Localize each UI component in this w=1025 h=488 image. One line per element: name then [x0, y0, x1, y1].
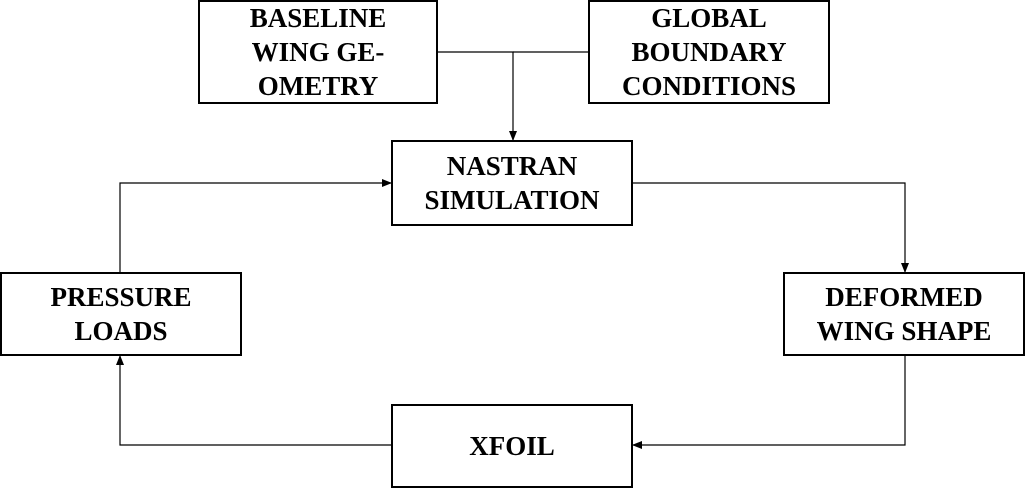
- node-xfoil: XFOIL: [391, 404, 633, 488]
- node-label-line: BOUNDARY: [631, 37, 787, 67]
- edge-deformed-to-xfoil: [632, 356, 906, 449]
- node-label-line: GLOBAL: [651, 3, 767, 33]
- node-global-boundary-conditions: GLOBAL BOUNDARY CONDITIONS: [588, 0, 830, 104]
- node-baseline-wing-geometry: BASELINE WING GE- OMETRY: [198, 0, 438, 104]
- edge-nastran-to-deformed: [633, 182, 909, 273]
- edge-pressure-to-nastran: [119, 179, 392, 272]
- node-nastran-simulation: NASTRAN SIMULATION: [391, 140, 633, 226]
- node-label-line: LOADS: [74, 316, 168, 346]
- edge-baseline-to-nastran: [438, 51, 517, 141]
- node-label-line: PRESSURE: [50, 282, 192, 312]
- node-pressure-loads: PRESSURE LOADS: [0, 272, 242, 356]
- node-label-line: DEFORMED: [825, 282, 983, 312]
- node-label-line: NASTRAN: [446, 151, 578, 181]
- node-label-line: WING GE-: [251, 37, 385, 67]
- node-label-line: SIMULATION: [424, 185, 600, 215]
- node-label-line: XFOIL: [469, 431, 555, 461]
- node-deformed-wing-shape: DEFORMED WING SHAPE: [783, 272, 1025, 356]
- node-label-line: OMETRY: [257, 71, 379, 101]
- node-label-line: WING SHAPE: [816, 316, 992, 346]
- node-label-line: CONDITIONS: [621, 71, 797, 101]
- node-label-line: BASELINE: [249, 3, 387, 33]
- edge-xfoil-to-pressure: [116, 355, 391, 446]
